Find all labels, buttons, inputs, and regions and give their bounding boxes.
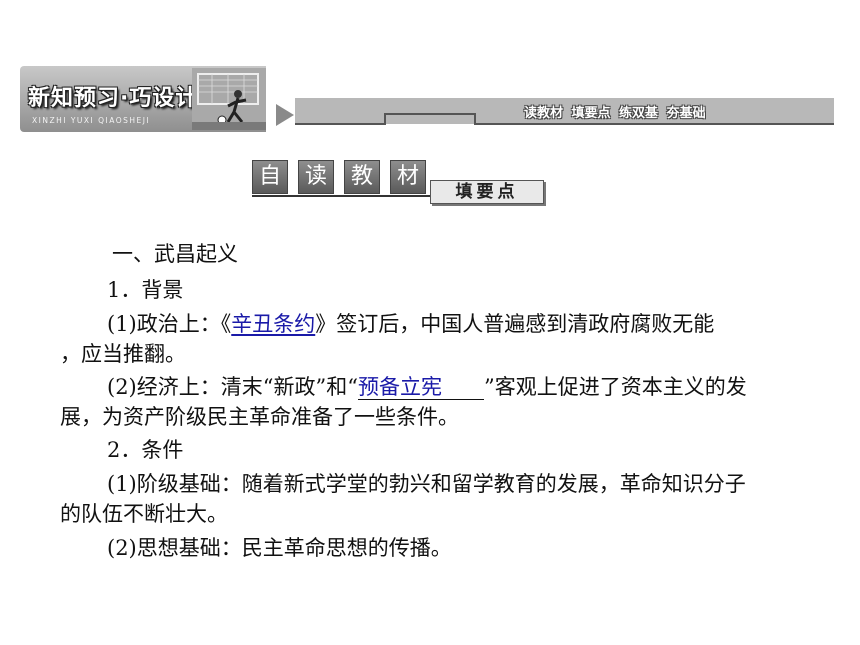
paragraph-economic: (2)经济上：清末“新政”和“预备立宪 ”客观上促进了资本主义的发 xyxy=(107,373,747,401)
political-suffix: 》签订后，中国人普遍感到清政府腐败无能 xyxy=(315,312,715,336)
blank-answer-constitution-text: 预备立宪 xyxy=(357,375,442,399)
soccer-photo-icon xyxy=(192,68,266,130)
play-arrow-icon xyxy=(276,104,294,126)
header-char-2: 读 xyxy=(298,160,334,194)
paragraph-class-basis: (1)阶级基础：随着新式学堂的勃兴和留学教育的发展，革命知识分子 xyxy=(107,472,746,496)
header-char-4: 材 xyxy=(390,160,426,194)
paragraph-economic-cont: 展，为资产阶级民主革命准备了一些条件。 xyxy=(60,405,459,429)
header-subtitle: 填要点 xyxy=(430,180,544,204)
political-prefix: (1)政治上：《 xyxy=(107,312,232,336)
header-char-1: 自 xyxy=(252,160,288,194)
economic-prefix: (2)经济上：清末“新政”和“ xyxy=(107,375,358,399)
header-char-3: 教 xyxy=(344,160,380,194)
banner-pinyin: XINZHI YUXI QIAOSHEJI xyxy=(32,116,151,125)
banner-title: 新知预习·巧设计 xyxy=(28,86,199,111)
paragraph-political: (1)政治上：《辛丑条约》签订后，中国人普遍感到清政府腐败无能 xyxy=(107,310,714,338)
paragraph-political-cont: ，应当推翻。 xyxy=(60,342,186,366)
item-conditions: 2．条件 xyxy=(107,438,184,462)
banner-subtitle: 读教材 填要点 练双基 夯基础 xyxy=(524,106,706,121)
section-header: 自 读 教 材 填要点 xyxy=(252,160,552,206)
blank-answer-treaty: 辛丑条约 xyxy=(231,312,316,336)
paragraph-ideology: (2)思想基础：民主革命思想的传播。 xyxy=(107,536,452,560)
banner-logo: 新知预习·巧设计 XINZHI YUXI QIAOSHEJI xyxy=(20,66,266,132)
banner-stepped-line xyxy=(295,98,834,125)
blank-answer-constitution: 预备立宪 xyxy=(357,375,484,400)
header-underline xyxy=(252,195,438,197)
section-heading-wuchang: 一、武昌起义 xyxy=(112,242,238,266)
economic-suffix: ”客观上促进了资本主义的发 xyxy=(483,375,747,399)
paragraph-class-basis-cont: 的队伍不断壮大。 xyxy=(60,502,228,526)
item-background: 1．背景 xyxy=(107,278,184,302)
top-banner: 新知预习·巧设计 XINZHI YUXI QIAOSHEJI 读教材 填要点 练… xyxy=(20,66,834,132)
